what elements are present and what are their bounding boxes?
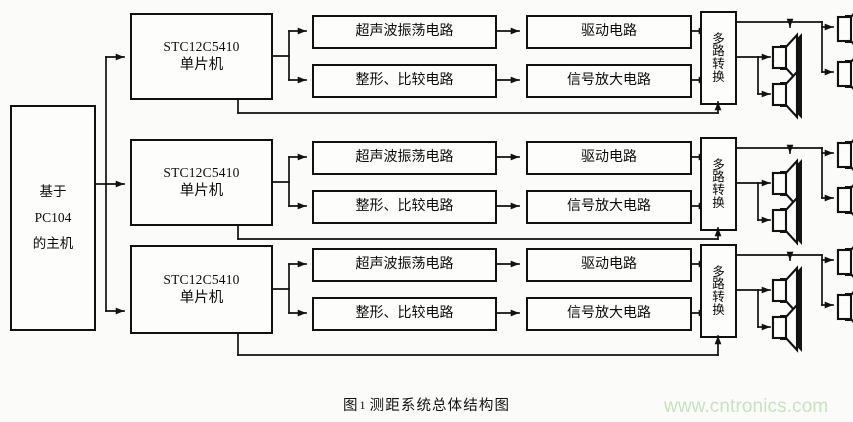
transducer-1-4 — [836, 58, 853, 90]
transducer-2-2 — [771, 195, 802, 246]
transducer-3-4 — [836, 291, 853, 323]
mux-box-3 — [700, 244, 737, 338]
transducer-2-3 — [836, 139, 853, 171]
transducer-2-4 — [836, 184, 853, 216]
oscillator-box-3 — [312, 248, 497, 282]
host-box — [10, 105, 96, 331]
driver-box-3 — [526, 248, 692, 282]
transducer-1-2 — [771, 69, 802, 120]
shaping-box-3 — [312, 297, 497, 331]
mcu-box-2 — [130, 139, 273, 226]
amplifier-box-3 — [526, 297, 692, 331]
shaping-box-1 — [312, 64, 497, 98]
transducer-3-1 — [771, 265, 802, 316]
oscillator-box-1 — [312, 15, 497, 49]
transducer-1-3 — [836, 13, 853, 45]
caption-number: 1 — [359, 398, 367, 412]
mux-box-1 — [700, 11, 737, 105]
driver-box-2 — [526, 141, 692, 175]
amplifier-box-1 — [526, 64, 692, 98]
amplifier-box-2 — [526, 190, 692, 224]
oscillator-box-2 — [312, 141, 497, 175]
mcu-box-3 — [130, 245, 273, 334]
mux-box-2 — [700, 137, 737, 231]
watermark: www.cntronics.com — [664, 396, 829, 417]
shaping-box-2 — [312, 190, 497, 224]
mcu-box-1 — [130, 13, 273, 100]
driver-box-1 — [526, 15, 692, 49]
caption-title: 测距系统总体结构图 — [369, 398, 511, 414]
caption-prefix: 图 — [342, 398, 359, 414]
transducer-2-1 — [771, 158, 802, 209]
transducer-3-3 — [836, 246, 853, 278]
transducer-3-2 — [771, 302, 802, 353]
